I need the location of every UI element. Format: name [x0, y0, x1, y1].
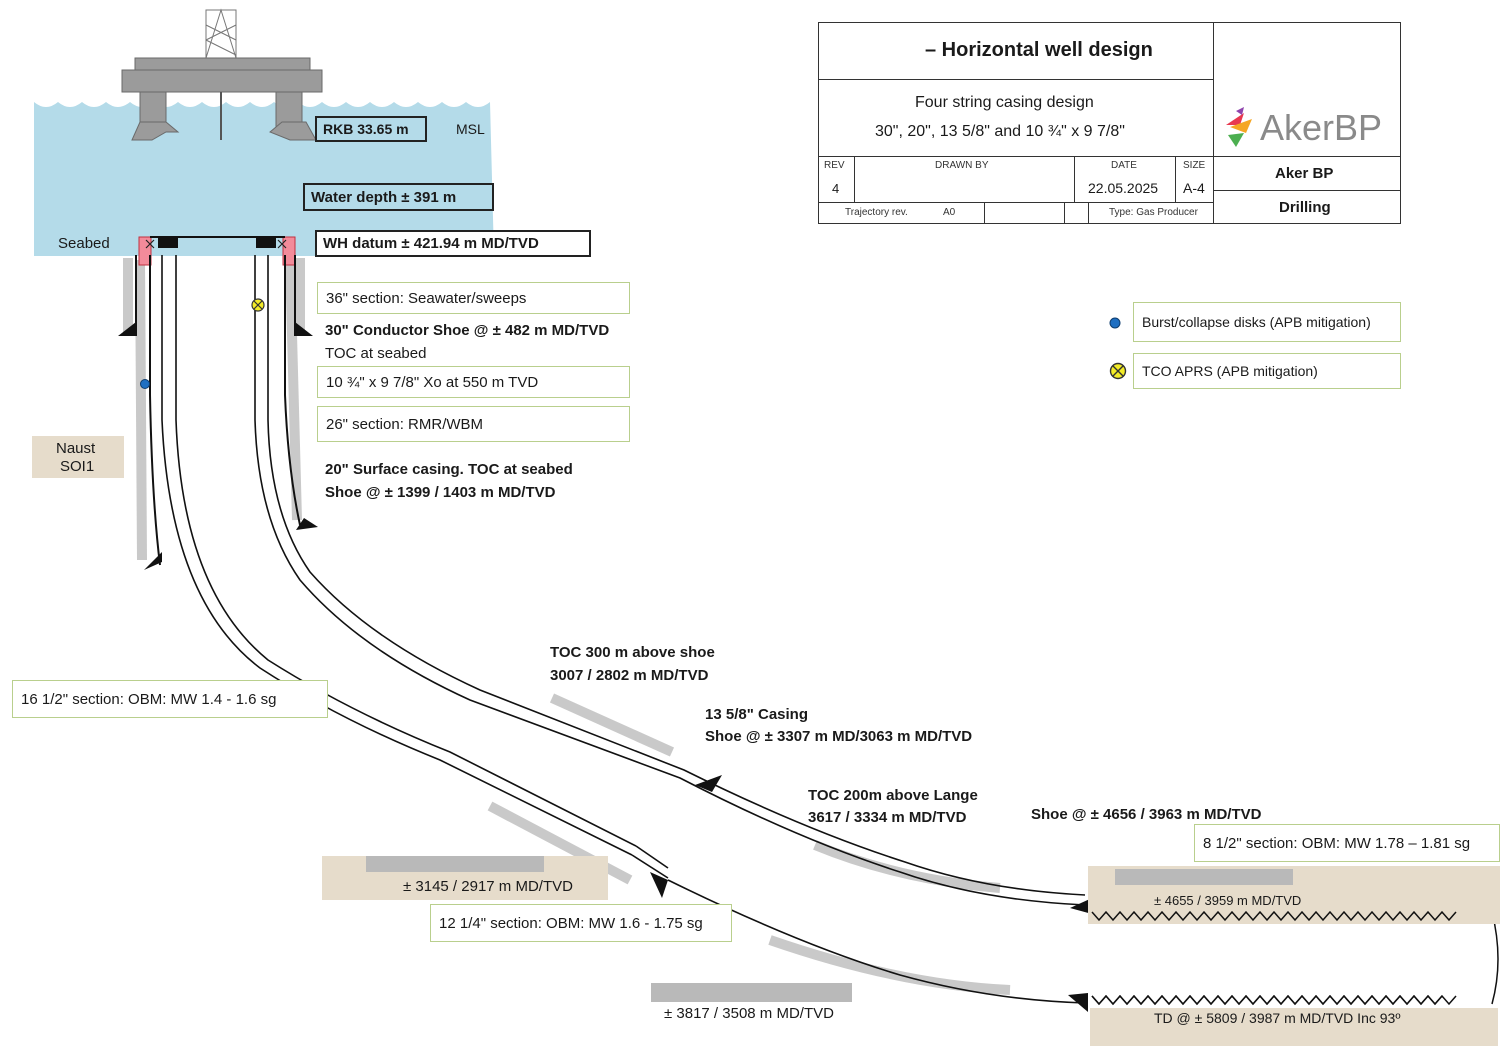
drawn-by-cell: DRAWN BY	[855, 157, 1075, 203]
subtitle-line2: 30", 20", 13 5/8" and 10 ¾" x 9 7/8"	[875, 123, 1125, 140]
shoe-1358-right	[695, 775, 722, 792]
conductor-shoe-left	[118, 322, 136, 336]
department-text: Drilling	[1279, 199, 1331, 216]
aprs-marker	[251, 298, 265, 312]
toc200-label: TOC 200m above Lange	[808, 787, 978, 804]
shoe-4656-label: Shoe @ ± 4656 / 3963 m MD/TVD	[1031, 806, 1262, 823]
section-26-box: 26" section: RMR/WBM	[317, 406, 630, 442]
redacted-4655	[1115, 869, 1293, 885]
title-text: – Horizontal well design	[925, 39, 1153, 61]
size-value: A-4	[1183, 180, 1205, 196]
depth-3817-label: ± 3817 / 3508 m MD/TVD	[664, 1005, 834, 1022]
msl-label: MSL	[456, 121, 485, 137]
size-cell: SIZE A-4	[1176, 157, 1214, 203]
surface-casing	[149, 255, 301, 566]
wh-datum-label: WH datum ± 421.94 m MD/TVD	[315, 230, 591, 257]
toc300-depth: 3007 / 2802 m MD/TVD	[550, 667, 709, 684]
subtitle-cell: Four string casing design 30", 20", 13 5…	[819, 80, 1214, 157]
section-812-box: 8 1/2" section: OBM: MW 1.78 – 1.81 sg	[1194, 824, 1500, 862]
toc300-label: TOC 300 m above shoe	[550, 644, 715, 661]
company-text: Aker BP	[1275, 165, 1334, 182]
formation-naust: Naust SOI1	[32, 436, 124, 478]
department-cell: Drilling	[1214, 191, 1400, 223]
td-panel	[1090, 1008, 1498, 1046]
section-36-box: 36" section: Seawater/sweeps	[317, 282, 630, 314]
rev-value: 4	[832, 181, 840, 196]
surface-shoe-right	[296, 518, 318, 530]
formation-name: Naust	[56, 440, 96, 457]
td-shoe	[1068, 993, 1088, 1012]
date-cell: DATE 22.05.2025	[1075, 157, 1176, 203]
burst-disk-marker	[140, 379, 150, 389]
surface-shoe-label: Shoe @ ± 1399 / 1403 m MD/TVD	[325, 484, 556, 501]
toc200-depth: 3617 / 3334 m MD/TVD	[808, 809, 967, 826]
trajectory-value: A0	[943, 207, 956, 218]
depth-4655-label: ± 4655 / 3959 m MD/TVD	[1154, 893, 1302, 908]
logo-text: AkerBP	[1260, 107, 1383, 148]
date-label: DATE	[1111, 160, 1137, 171]
empty-cell-1	[985, 203, 1065, 223]
casing-1358-label: 13 5/8" Casing	[705, 706, 808, 723]
logo-cell: AkerBP	[1214, 23, 1400, 157]
surface-casing-label: 20" Surface casing. TOC at seabed	[325, 461, 573, 478]
legend-burst-icon	[1109, 317, 1121, 329]
drilling-rig	[121, 8, 323, 141]
trajectory-cell: Trajectory rev. A0	[819, 203, 985, 223]
surface-shoe-left	[144, 552, 162, 570]
title-block: – Horizontal well design Four string cas…	[818, 22, 1401, 224]
depth-3145-label: ± 3145 / 2917 m MD/TVD	[403, 878, 573, 895]
conductor-shoe-label: 30" Conductor Shoe @ ± 482 m MD/TVD	[325, 322, 610, 339]
type-label: Type: Gas Producer	[1109, 207, 1198, 218]
water-depth-label: Water depth ± 391 m	[303, 183, 494, 211]
empty-cell-2	[1065, 203, 1089, 223]
section-1214-box: 12 1/4" section: OBM: MW 1.6 - 1.75 sg	[430, 904, 732, 942]
legend-burst-box: Burst/collapse disks (APB mitigation)	[1133, 302, 1401, 342]
rev-cell: REV 4	[819, 157, 855, 203]
lower-lateral	[667, 879, 1086, 1004]
legend-aprs-icon	[1109, 362, 1127, 380]
shoe-1358-upper	[650, 872, 668, 898]
akerbp-logo-icon	[1226, 107, 1252, 147]
section-16-box: 16 1/2" section: OBM: MW 1.4 - 1.6 sg	[12, 680, 328, 718]
drawn-by-label: DRAWN BY	[935, 160, 989, 171]
seabed-label: Seabed	[58, 235, 110, 252]
shoe-4656	[1070, 898, 1092, 914]
conductor-casing	[135, 255, 296, 336]
formation-unit: SOI1	[60, 458, 95, 475]
td-label: TD @ ± 5809 / 3987 m MD/TVD Inc 93º	[1154, 1010, 1401, 1026]
production-casing	[254, 255, 1086, 906]
rkb-label: RKB 33.65 m	[315, 116, 427, 142]
legend-aprs-box: TCO APRS (APB mitigation)	[1133, 353, 1401, 389]
casing-1358-shoe: Shoe @ ± 3307 m MD/3063 m MD/TVD	[705, 728, 973, 745]
date-value: 22.05.2025	[1088, 180, 1159, 196]
subtitle-line1: Four string casing design	[915, 94, 1094, 111]
xo-box: 10 ¾" x 9 7/8" Xo at 550 m TVD	[317, 366, 630, 398]
size-label: SIZE	[1183, 160, 1206, 171]
toe-connector	[1491, 911, 1499, 1005]
company-cell: Aker BP	[1214, 157, 1400, 191]
openhole-lower	[1091, 994, 1443, 1006]
wellhead	[138, 236, 296, 266]
rev-label: REV	[824, 160, 845, 171]
title-cell: – Horizontal well design	[819, 23, 1214, 80]
redacted-3817	[651, 983, 852, 1002]
intermediate-casing	[161, 255, 669, 879]
conductor-shoe-right	[295, 322, 313, 336]
type-cell: Type: Gas Producer	[1089, 203, 1214, 223]
redacted-3145	[366, 856, 544, 872]
toc-seabed-label: TOC at seabed	[325, 345, 427, 362]
trajectory-label: Trajectory rev.	[845, 207, 908, 218]
